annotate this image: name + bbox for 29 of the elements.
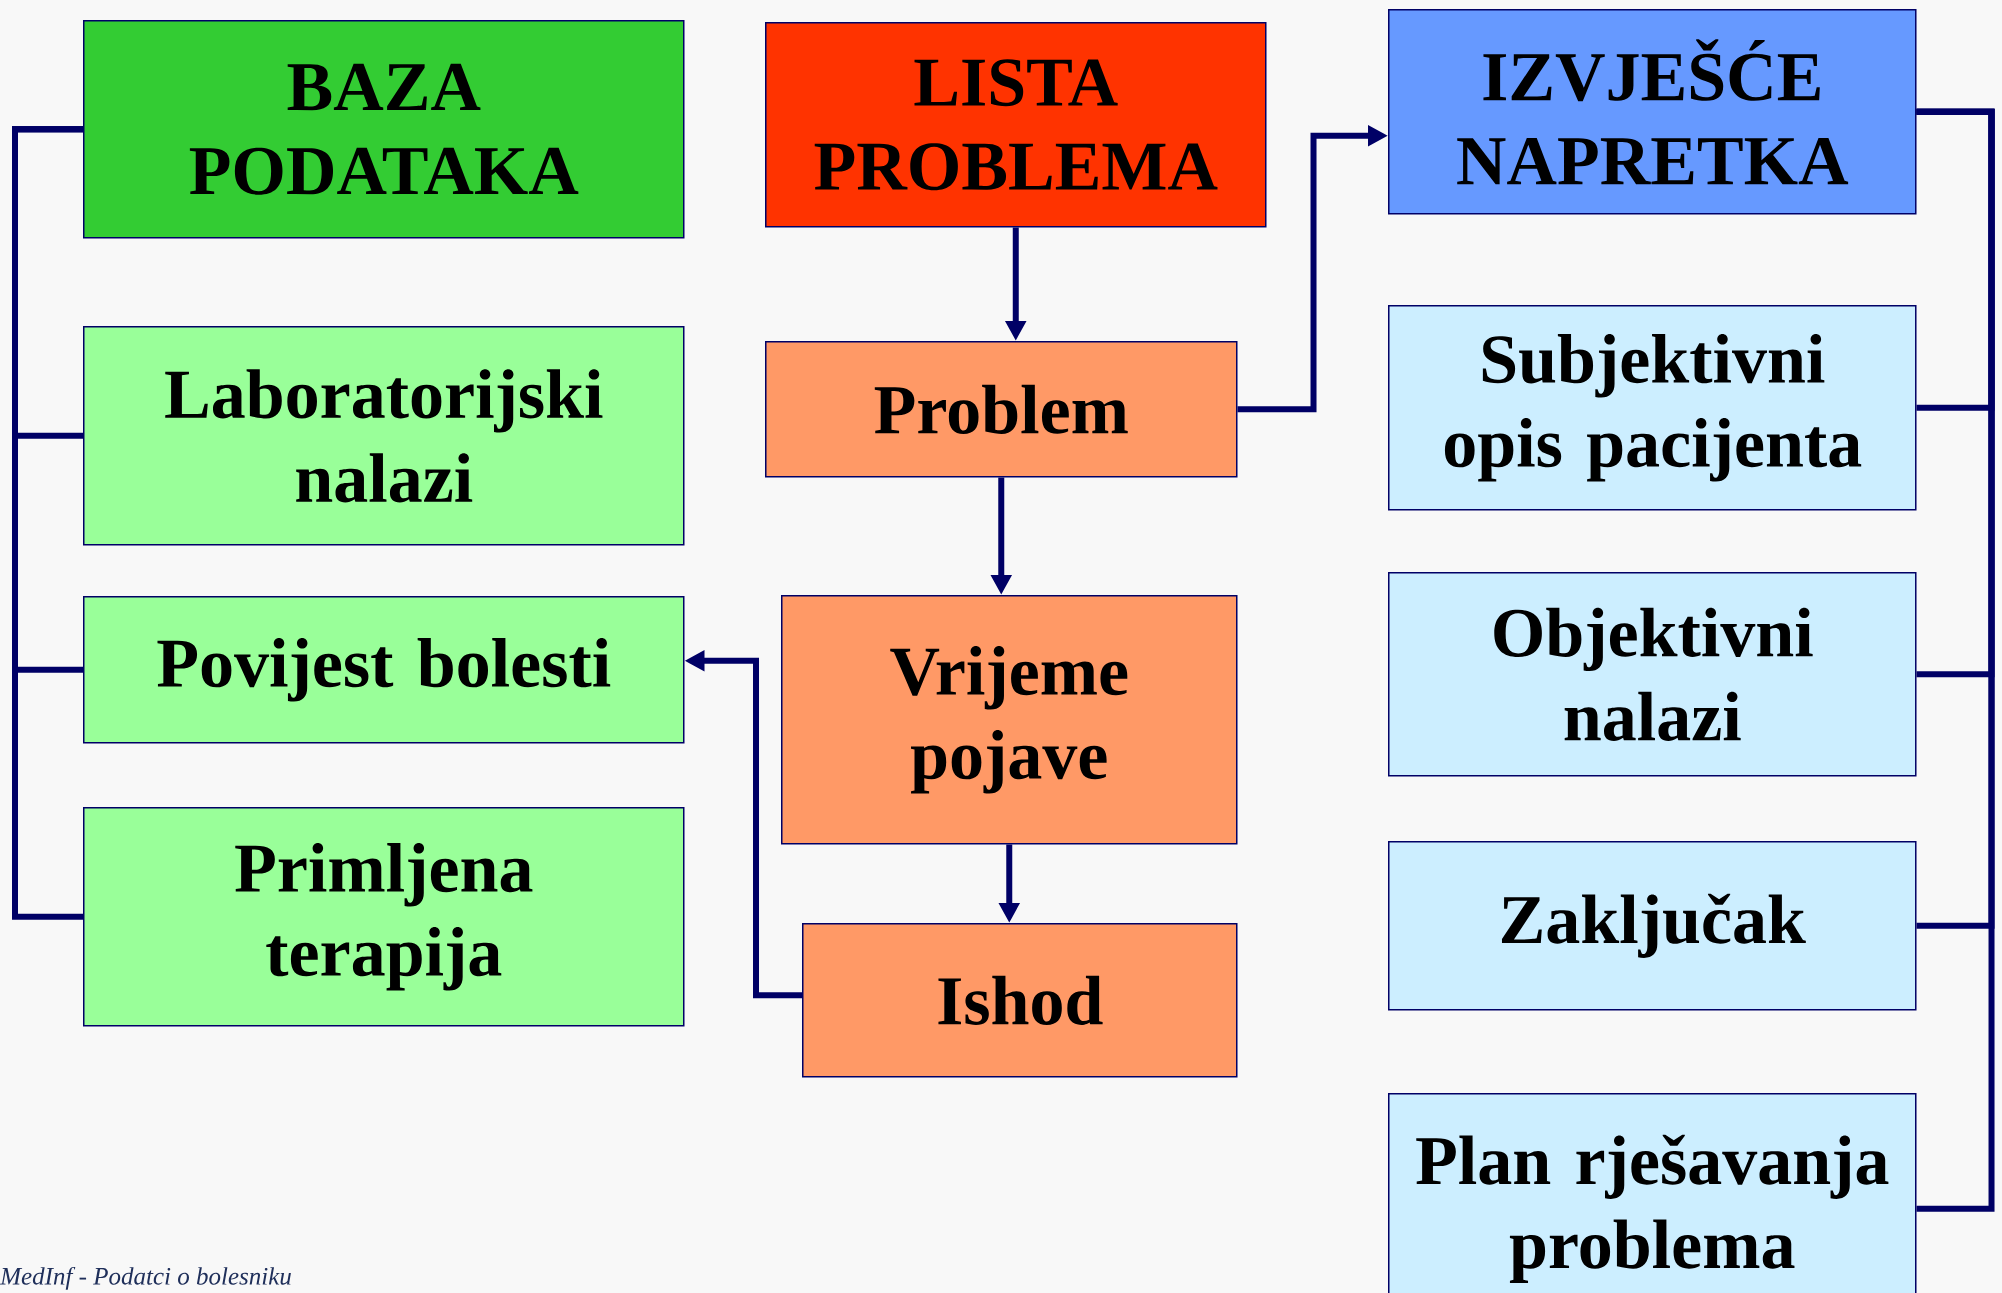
node-label: Primljena terapija bbox=[235, 843, 533, 991]
node-label: Ishod bbox=[938, 975, 1103, 1025]
item-box bbox=[802, 923, 1238, 1078]
node-label: Subjektivni opis pacijenta bbox=[1444, 334, 1862, 482]
header-box bbox=[765, 22, 1267, 228]
item-box bbox=[781, 595, 1238, 845]
header-box bbox=[1388, 9, 1917, 215]
node-label: Problem bbox=[874, 384, 1128, 434]
node-label: Povijest bolesti bbox=[157, 638, 611, 702]
item-box bbox=[1388, 841, 1917, 1011]
connector bbox=[12, 126, 83, 920]
header-box bbox=[83, 20, 685, 239]
item-box bbox=[765, 341, 1238, 478]
item-box bbox=[1388, 1093, 1917, 1293]
node-label: BAZA PODATAKA bbox=[189, 63, 579, 195]
item-box bbox=[83, 807, 685, 1027]
footer-text: MedInf - Podatci o bolesniku bbox=[0, 1266, 291, 1290]
node-label: LISTA PROBLEMA bbox=[814, 59, 1218, 191]
node-label: IZVJEŠĆE NAPRETKA bbox=[1457, 39, 1849, 185]
connector bbox=[1916, 108, 1995, 1212]
item-box bbox=[1388, 572, 1917, 777]
item-box bbox=[83, 596, 685, 744]
node-label: Laboratorijski nalazi bbox=[165, 369, 603, 503]
node-label: Zaključak bbox=[1501, 893, 1806, 958]
node-label: Plan rješavanja problema bbox=[1416, 1134, 1889, 1283]
item-box bbox=[1388, 305, 1917, 511]
node-label: Vrijeme pojave bbox=[890, 646, 1128, 794]
node-label: Objektivni nalazi bbox=[1494, 607, 1813, 741]
item-box bbox=[83, 326, 685, 546]
